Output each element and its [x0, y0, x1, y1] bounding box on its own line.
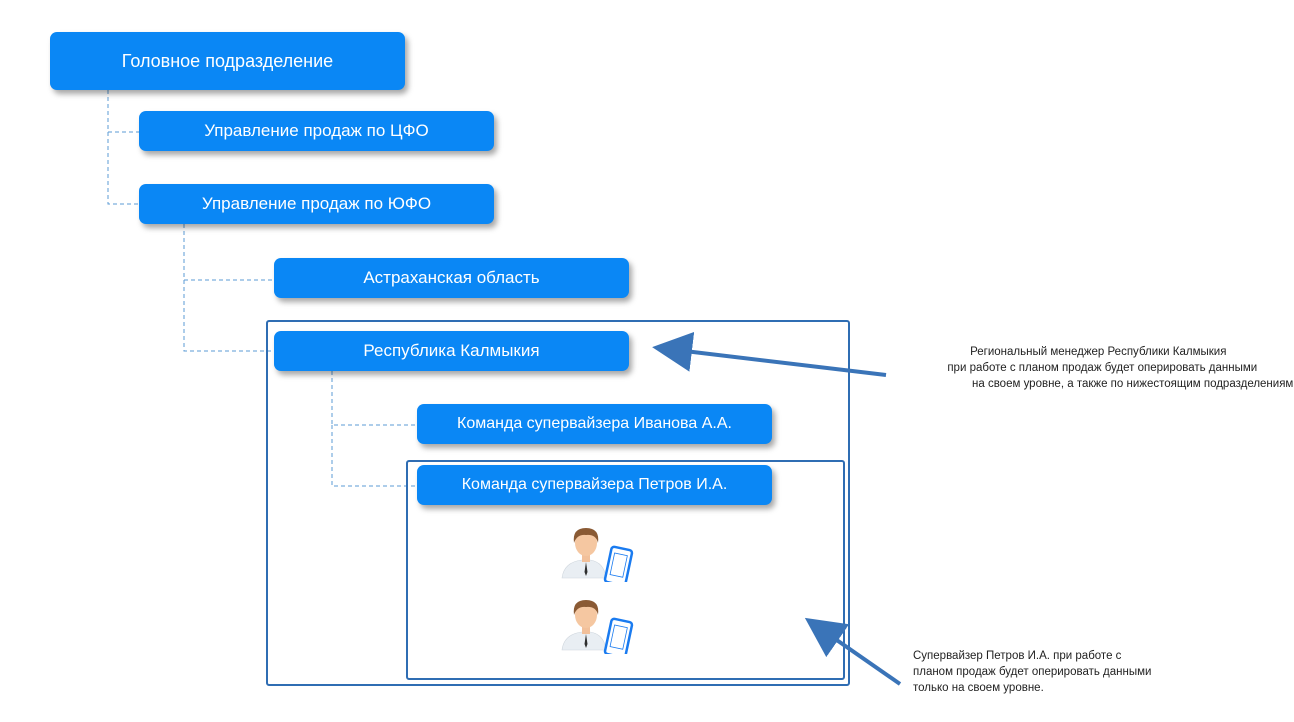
note-supervisor-line-2: планом продаж будет оперировать данными: [913, 666, 1152, 678]
connector-kalmykia-ivanov: [331, 371, 417, 426]
note-supervisor-line-3: только на своем уровне.: [913, 682, 1044, 694]
note-regional-manager: Региональный менеджер Республики Калмыки…: [900, 344, 1294, 392]
kalmykia-scope-frame: [266, 320, 850, 686]
note-supervisor: Супервайзер Петров И.А. при работе с пла…: [913, 648, 1151, 696]
connector-yufo-kalmykia: [183, 280, 274, 352]
connector-head-yufo: [107, 132, 139, 205]
person-with-phone-icon: [561, 600, 634, 654]
note-regional-manager-line-2: при работе с планом продаж будет опериро…: [947, 362, 1258, 374]
note-regional-manager-line-3: на своем уровне, а также по нижестоящим …: [972, 378, 1294, 390]
petrov-scope-frame: [406, 460, 845, 680]
arrow-to-kalmykia: [652, 331, 887, 377]
person-with-phone-icon: [561, 528, 634, 582]
note-regional-manager-line-1: Региональный менеджер Республики Калмыки…: [970, 346, 1227, 358]
arrow-to-petrov-frame: [804, 617, 902, 686]
note-supervisor-line-1: Супервайзер Петров И.А. при работе с: [913, 650, 1122, 662]
